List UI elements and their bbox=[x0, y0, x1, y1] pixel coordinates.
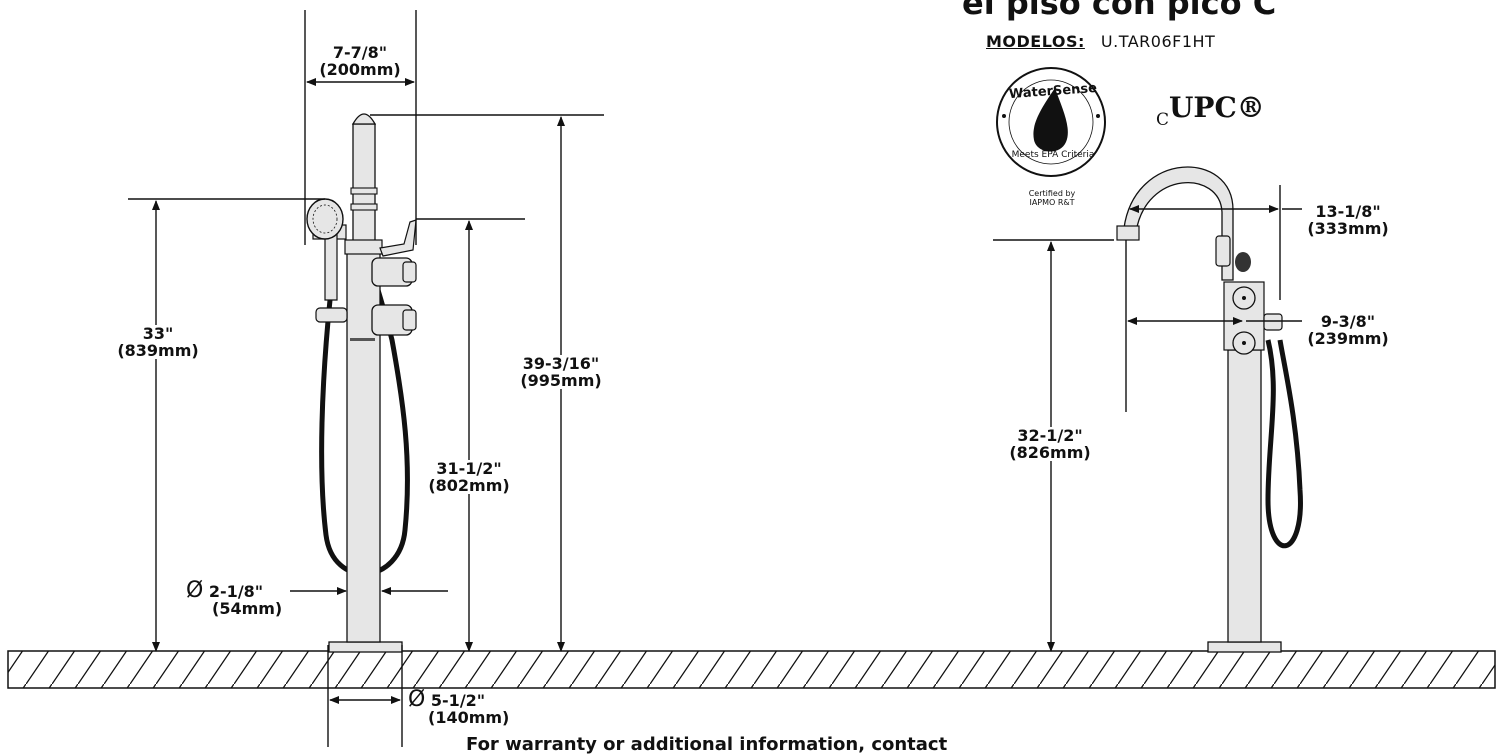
dim-metric: (839mm) bbox=[117, 341, 199, 360]
dim-handshower-height: 33" (839mm) bbox=[108, 325, 208, 359]
certified-by-line2: IAPMO R&T bbox=[1029, 198, 1075, 207]
dim-metric: (826mm) bbox=[1009, 443, 1091, 462]
dim-handle-width: 7-7/8" (200mm) bbox=[310, 44, 410, 78]
upc-mark: CUPC® bbox=[1156, 91, 1265, 130]
faucet-side-view bbox=[306, 113, 417, 653]
dim-metric: (239mm) bbox=[1307, 329, 1389, 348]
handshower-hose bbox=[319, 289, 410, 577]
dim-spout-reach: 13-1/8" (333mm) bbox=[1298, 203, 1398, 237]
dim-imperial: 32-1/2" bbox=[1017, 426, 1083, 445]
dim-metric: (995mm) bbox=[520, 371, 602, 390]
dim-imperial: 39-3/16" bbox=[522, 354, 600, 373]
dimension-lines-left bbox=[128, 10, 604, 747]
faucet-front-view bbox=[1116, 166, 1303, 653]
diameter-symbol: Ø bbox=[186, 578, 204, 603]
dim-base-diameter: Ø 5-1/2" (140mm) bbox=[408, 689, 510, 727]
floor bbox=[7, 650, 1496, 689]
page-title: el piso con pico C bbox=[962, 0, 1277, 22]
dim-lever-height: 31-1/2" (802mm) bbox=[419, 460, 519, 494]
dim-imperial: 13-1/8" bbox=[1315, 202, 1381, 221]
lever-handle bbox=[379, 219, 417, 257]
dim-imperial: 2-1/8" bbox=[208, 582, 264, 601]
upc-prefix: C bbox=[1156, 110, 1170, 130]
watersense-bottom-text: Meets EPA Criteria bbox=[1011, 150, 1095, 160]
dim-imperial-line: Ø 5-1/2" bbox=[408, 689, 509, 711]
models-line: MODELOS: U.TAR06F1HT bbox=[986, 32, 1215, 51]
dim-metric: (140mm) bbox=[428, 708, 510, 727]
dim-metric: (54mm) bbox=[212, 599, 283, 618]
handshower-hose-right bbox=[1265, 339, 1303, 549]
dim-imperial: 31-1/2" bbox=[436, 459, 502, 478]
dim-metric: (802mm) bbox=[428, 476, 510, 495]
dim-overall-height: 39-3/16" (995mm) bbox=[506, 355, 616, 389]
models-value: U.TAR06F1HT bbox=[1100, 32, 1216, 51]
dim-spout-outlet-height: 32-1/2" (826mm) bbox=[1000, 427, 1100, 461]
dim-body-diameter: Ø 2-1/8" (54mm) bbox=[186, 580, 283, 618]
models-label: MODELOS: bbox=[986, 32, 1085, 51]
dim-imperial-line: Ø 2-1/8" bbox=[186, 580, 282, 602]
footer-text: For warranty or additional information, … bbox=[466, 734, 948, 755]
upc-text: UPC® bbox=[1169, 91, 1265, 124]
dim-imperial: 33" bbox=[142, 324, 174, 343]
dim-body-to-outlet: 9-3/8" (239mm) bbox=[1298, 313, 1398, 347]
certified-by-line1: Certified by bbox=[1028, 189, 1076, 198]
diameter-symbol: Ø bbox=[408, 687, 426, 712]
dim-imperial: 9-3/8" bbox=[1320, 312, 1376, 331]
dim-metric: (200mm) bbox=[319, 60, 401, 79]
watersense-logo bbox=[996, 67, 1106, 177]
dim-metric: (333mm) bbox=[1307, 219, 1389, 238]
water-drop-icon bbox=[1033, 88, 1068, 152]
dim-imperial: 7-7/8" bbox=[332, 43, 388, 62]
certified-by: Certified by IAPMO R&T bbox=[1027, 189, 1077, 207]
dim-imperial: 5-1/2" bbox=[430, 691, 486, 710]
